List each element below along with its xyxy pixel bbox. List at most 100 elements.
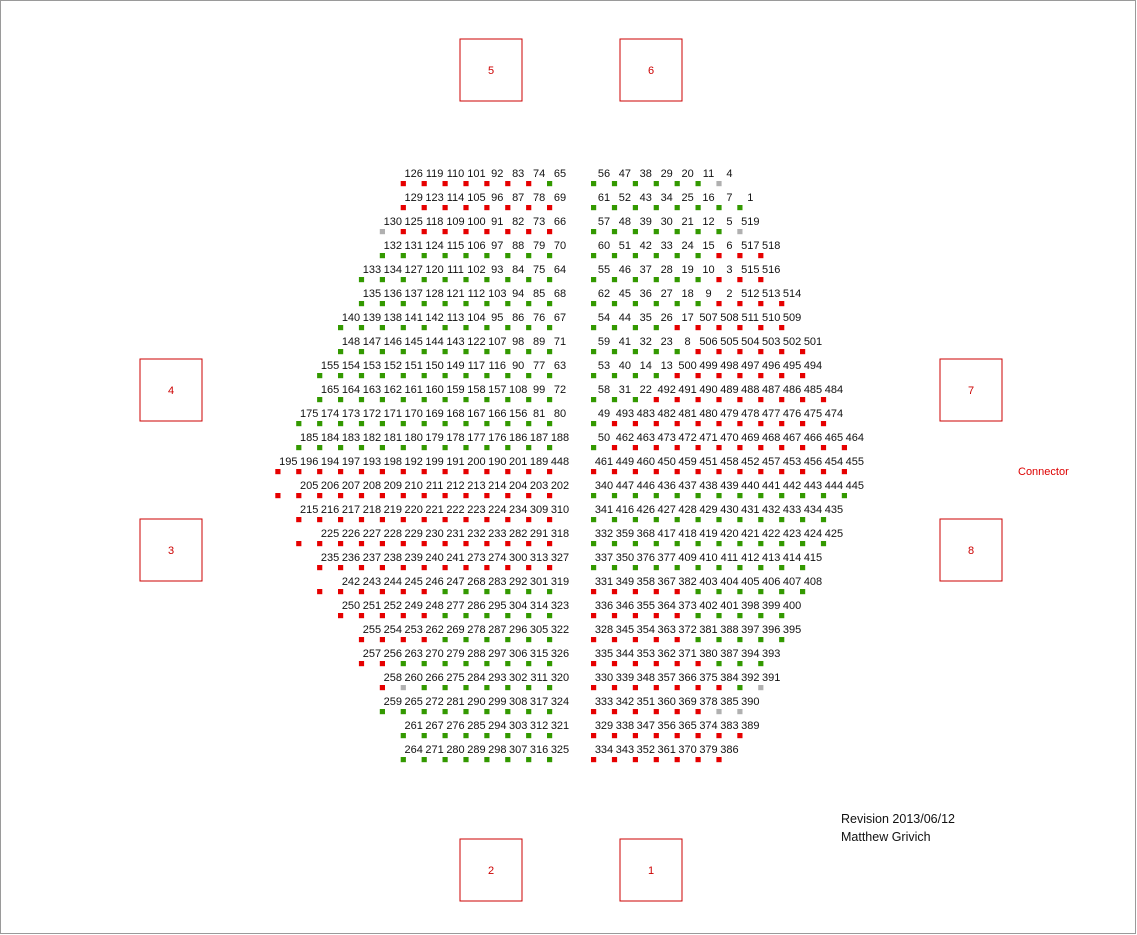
electrode-label: 220 xyxy=(405,504,423,516)
electrode-label: 84 xyxy=(512,264,524,276)
electrode-marker xyxy=(463,709,469,715)
electrode-marker xyxy=(632,205,638,211)
electrode-label: 350 xyxy=(616,552,634,564)
electrode-marker xyxy=(758,565,764,571)
electrode-marker xyxy=(674,397,680,403)
electrode-marker xyxy=(484,541,490,547)
electrode-marker xyxy=(484,565,490,571)
electrode-label: 513 xyxy=(762,288,780,300)
connector-box-7 xyxy=(939,358,1003,422)
electrode-marker xyxy=(442,181,448,187)
electrode-label: 516 xyxy=(762,264,780,276)
electrode-marker xyxy=(526,205,532,211)
electrode-marker xyxy=(695,205,701,211)
electrode-marker xyxy=(442,685,448,691)
electrode-label: 291 xyxy=(530,528,548,540)
electrode-marker xyxy=(611,445,618,451)
electrode-marker xyxy=(591,493,597,499)
electrode-label: 452 xyxy=(741,456,759,468)
electrode-marker xyxy=(674,445,680,451)
electrode-label: 474 xyxy=(825,408,843,420)
electrode-marker xyxy=(317,421,323,427)
electrode-marker xyxy=(400,493,406,499)
electrode-marker xyxy=(611,373,618,379)
electrode-marker xyxy=(296,421,302,427)
electrode-label: 41 xyxy=(619,336,631,348)
electrode-label: 296 xyxy=(509,624,527,636)
electrode-label: 166 xyxy=(488,408,506,420)
electrode-marker xyxy=(505,421,511,427)
electrode-marker xyxy=(421,469,427,475)
electrode-label: 75 xyxy=(533,264,545,276)
electrode-marker xyxy=(379,397,385,403)
electrode-label: 26 xyxy=(661,312,673,324)
electrode-label: 168 xyxy=(446,408,464,420)
electrode-marker xyxy=(526,253,532,259)
electrode-marker xyxy=(674,757,680,763)
electrode-label: 211 xyxy=(426,480,444,492)
electrode-marker xyxy=(737,325,743,331)
electrode-label: 504 xyxy=(741,336,759,348)
electrode-label: 71 xyxy=(554,336,566,348)
electrode-label: 277 xyxy=(446,600,464,612)
electrode-label: 496 xyxy=(762,360,780,372)
electrode-label: 501 xyxy=(804,336,822,348)
electrode-marker xyxy=(653,301,659,307)
electrode-marker xyxy=(442,253,448,259)
electrode-marker xyxy=(800,397,806,403)
electrode-label: 417 xyxy=(658,528,676,540)
electrode-marker xyxy=(632,613,638,619)
electrode-marker xyxy=(421,541,427,547)
electrode-label: 319 xyxy=(551,576,569,588)
electrode-marker xyxy=(653,397,659,403)
electrode-label: 353 xyxy=(637,648,655,660)
electrode-label: 459 xyxy=(678,456,696,468)
electrode-marker xyxy=(358,517,365,523)
electrode-label: 483 xyxy=(637,408,655,420)
electrode-label: 34 xyxy=(661,192,673,204)
electrode-marker xyxy=(611,757,618,763)
electrode-label: 49 xyxy=(598,408,610,420)
electrode-label: 326 xyxy=(551,648,569,660)
electrode-label: 274 xyxy=(488,552,506,564)
electrode-marker xyxy=(611,709,618,715)
electrode-label: 399 xyxy=(762,600,780,612)
electrode-label: 465 xyxy=(825,432,843,444)
electrode-marker xyxy=(505,661,511,667)
electrode-label: 395 xyxy=(783,624,801,636)
electrode-marker xyxy=(758,493,764,499)
connector-box-label: 1 xyxy=(648,865,654,877)
electrode-label: 92 xyxy=(491,168,503,180)
electrode-label: 371 xyxy=(678,648,696,660)
electrode-label: 189 xyxy=(530,456,548,468)
electrode-marker xyxy=(379,661,385,667)
electrode-label: 327 xyxy=(551,552,569,564)
electrode-marker xyxy=(695,421,701,427)
electrode-label: 288 xyxy=(467,648,485,660)
electrode-label: 486 xyxy=(783,384,801,396)
electrode-marker xyxy=(547,325,553,331)
electrode-marker xyxy=(632,469,638,475)
electrode-label: 323 xyxy=(551,600,569,612)
electrode-marker xyxy=(505,469,511,475)
electrode-label: 315 xyxy=(530,648,548,660)
electrode-marker xyxy=(484,469,490,475)
electrode-marker xyxy=(421,421,427,427)
electrode-label: 335 xyxy=(595,648,613,660)
connector-box-1 xyxy=(619,838,683,902)
electrode-marker xyxy=(421,349,427,355)
electrode-label: 141 xyxy=(405,312,423,324)
electrode-marker xyxy=(400,205,406,211)
electrode-label: 5 xyxy=(726,216,732,228)
connector-box-label: 5 xyxy=(488,65,494,77)
electrode-label: 123 xyxy=(425,192,443,204)
electrode-label: 270 xyxy=(425,648,443,660)
electrode-label: 347 xyxy=(637,720,655,732)
electrode-marker xyxy=(421,397,427,403)
electrode-label: 86 xyxy=(512,312,524,324)
electrode-marker xyxy=(379,589,385,595)
electrode-label: 300 xyxy=(509,552,527,564)
electrode-label: 178 xyxy=(446,432,464,444)
electrode-label: 458 xyxy=(720,456,738,468)
